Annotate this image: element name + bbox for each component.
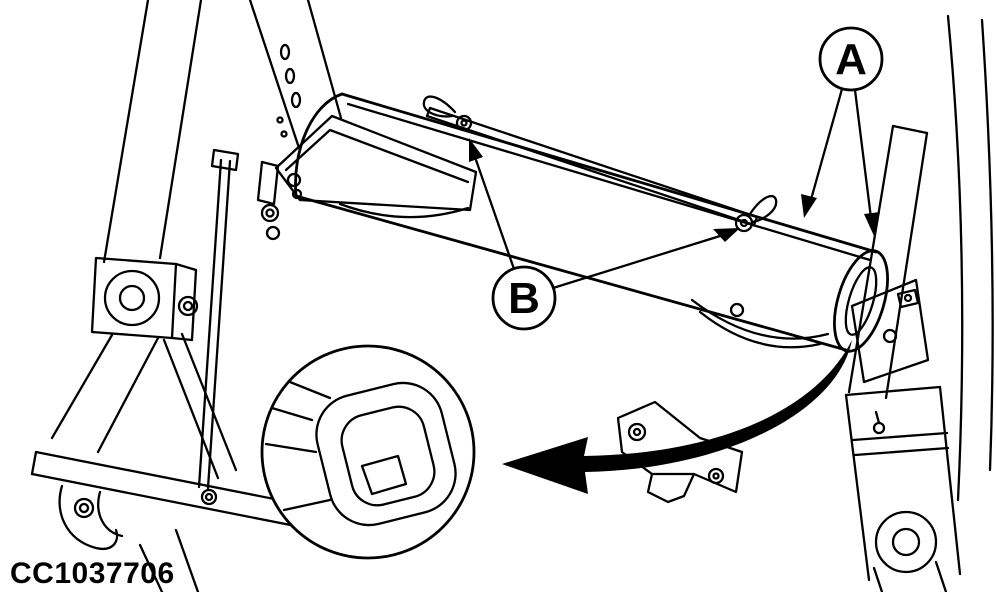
cylinder-pin-boss xyxy=(874,510,938,574)
right-cylinder xyxy=(844,385,942,397)
right-mount-bracket xyxy=(850,278,930,384)
callout-b-circle xyxy=(491,265,557,331)
tube-end-outer-profile xyxy=(315,381,457,527)
tube-left-end xyxy=(294,92,344,198)
lock-pin-left xyxy=(455,114,473,132)
right-arm xyxy=(847,124,895,394)
tube-top-edge xyxy=(340,92,878,254)
callout-b-label: B xyxy=(508,274,540,323)
pin-clip-right xyxy=(748,195,778,224)
bolt xyxy=(260,203,280,223)
callout-b-arrowhead-1 xyxy=(469,138,483,162)
callout-a-arrowhead-1 xyxy=(801,194,817,218)
callout-a-label: A xyxy=(835,35,867,84)
tube-bottom-edge xyxy=(294,194,848,352)
mounting-bracket xyxy=(274,114,478,212)
pivot-boss xyxy=(103,269,161,327)
pin-clip-left xyxy=(422,95,457,118)
callout-a-leader-2 xyxy=(853,88,873,220)
bracket-nut xyxy=(896,288,920,309)
figure-id: CC1037706 xyxy=(10,557,175,590)
right-boom-structure xyxy=(844,14,994,592)
callout-a: A xyxy=(801,26,884,236)
bolt xyxy=(265,225,281,241)
hook-link xyxy=(58,484,119,551)
callout-b-arrowhead-2 xyxy=(713,228,740,242)
callout-b-leader-2 xyxy=(551,234,722,290)
crossbar-assembly xyxy=(256,92,930,384)
bar-bolt xyxy=(200,488,218,506)
grease-fitting xyxy=(872,421,886,435)
tube-end-inner-profile xyxy=(340,405,436,507)
callout-b: B xyxy=(469,138,740,331)
callout-b-leader-1 xyxy=(474,158,516,271)
pivot-bolt xyxy=(177,295,199,317)
tube-opening xyxy=(844,266,878,336)
tilt-rod xyxy=(197,158,223,489)
callout-a-leader-1 xyxy=(810,87,844,198)
detail-circle xyxy=(260,344,476,560)
callout-a-arrowhead-2 xyxy=(864,212,880,236)
indicator-rod xyxy=(428,106,759,219)
callout-a-circle xyxy=(818,26,884,92)
magnified-detail-view xyxy=(260,344,476,560)
detail-pointer-arrow xyxy=(502,340,852,494)
bracket-bolt xyxy=(286,172,302,188)
left-boom-structure xyxy=(50,0,343,592)
tube-inner-tab xyxy=(360,454,408,496)
lower-flange xyxy=(690,298,830,340)
